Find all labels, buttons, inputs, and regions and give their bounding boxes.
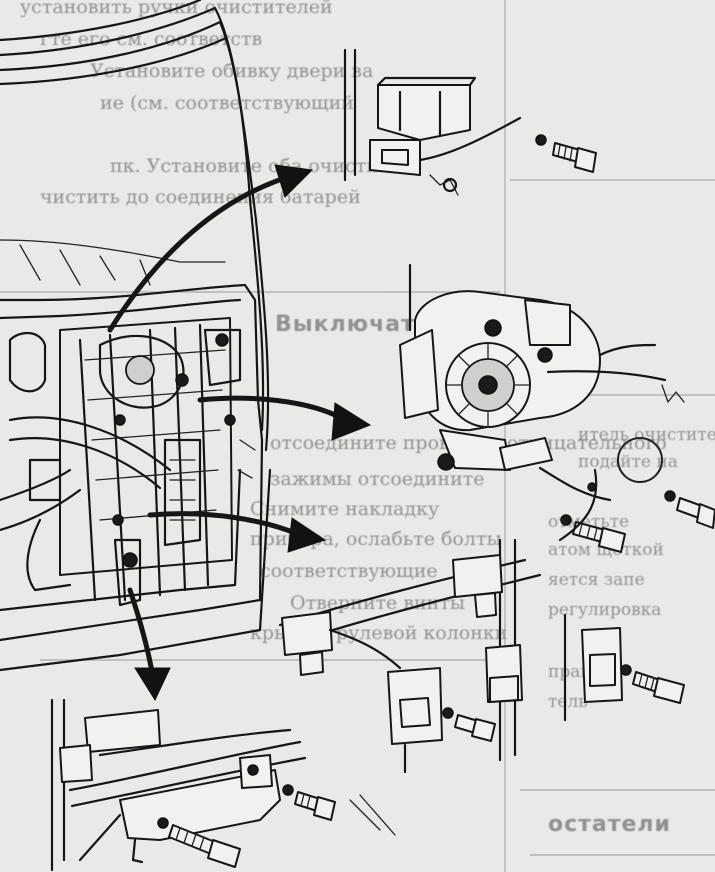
bg-text-line: чистить до соединения батарей (40, 186, 361, 208)
arrow-to-guide-rail (287, 517, 327, 553)
arrow-to-bottom-bracket (134, 667, 171, 702)
bolt-icon (664, 490, 715, 529)
door-assembly (0, 0, 272, 672)
arrow-to-motor (331, 402, 372, 441)
bolt-icon (282, 784, 336, 821)
arrow-to-top-bracket (274, 164, 314, 198)
bolt-icon (620, 664, 685, 704)
bg-text-line: Установите обивку двери ва (90, 60, 374, 82)
bg-text-line: итель очистителя (578, 425, 715, 445)
bg-text-line: ие (см. соответствующий (100, 92, 354, 114)
bottom-bracket-detail (50, 698, 396, 872)
bg-text-line: яется запе (548, 570, 645, 590)
bg-text-line: Снимите накладку (250, 498, 440, 520)
bg-text-line: регулировка (548, 600, 662, 620)
guide-rail-detail (278, 538, 685, 774)
bg-heading: остатели (548, 812, 671, 837)
bg-text-line: соответствующие (260, 560, 438, 582)
top-bracket-detail (343, 48, 597, 196)
bolt-icon (157, 817, 241, 868)
bg-text-line: атом щёткой (548, 540, 664, 560)
bolt-icon (560, 514, 626, 553)
motor-detail (399, 263, 715, 553)
bolt-icon (442, 707, 496, 742)
bg-text-line: тель (548, 692, 588, 712)
bg-text-line: подайте на (578, 452, 678, 472)
bolt-icon (535, 134, 597, 173)
bg-text-line: пк. Установите оба очистител (110, 155, 413, 177)
bg-text-line: зажимы отсоедините (270, 468, 485, 490)
callout-arrows (107, 164, 372, 702)
